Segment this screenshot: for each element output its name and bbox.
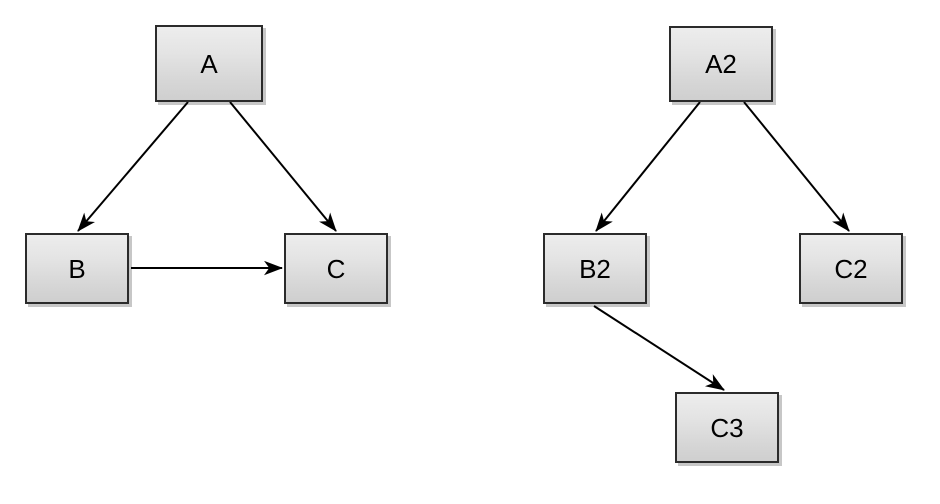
node-label: C2 [834, 253, 868, 284]
node-label: B [68, 253, 86, 284]
node-c[interactable]: C [284, 233, 388, 304]
node-label: A2 [705, 49, 737, 79]
edge-b2-to-c3 [593, 305, 725, 391]
node-c3[interactable]: C3 [675, 392, 779, 463]
node-label: A [200, 48, 218, 79]
node-label: C [326, 253, 346, 284]
edges-group [77, 101, 850, 391]
node-a2[interactable]: A2 [669, 26, 773, 102]
node-a[interactable]: A [155, 25, 263, 102]
node-label: C3 [710, 412, 744, 443]
edge-a-to-b [77, 101, 189, 232]
edge-a2-to-c2 [743, 101, 850, 232]
edge-a-to-c [229, 101, 337, 232]
edge-a2-to-b2 [595, 101, 701, 232]
node-b2[interactable]: B2 [543, 233, 647, 304]
node-c2[interactable]: C2 [799, 233, 903, 304]
node-label: B2 [579, 253, 611, 284]
node-b[interactable]: B [25, 233, 129, 304]
